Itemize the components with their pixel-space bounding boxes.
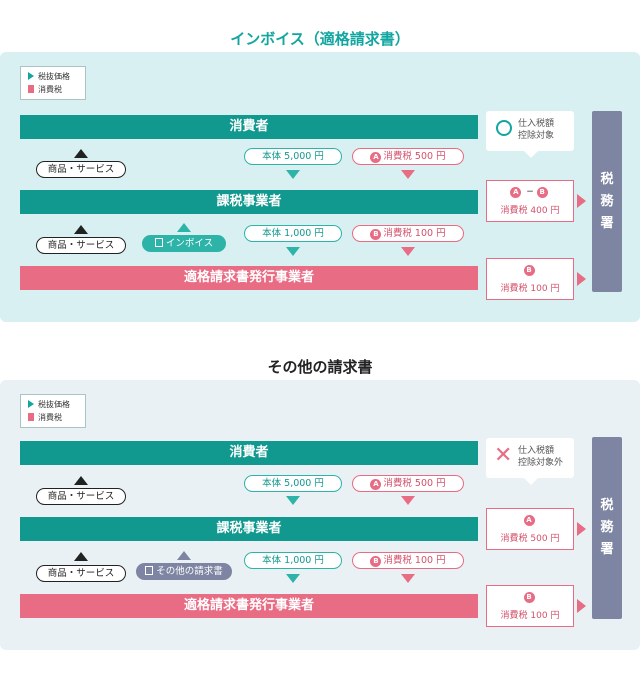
- circle-ok-icon: [496, 120, 512, 136]
- tax-office-char: 務: [600, 194, 614, 209]
- marker-b-icon: B: [370, 556, 382, 567]
- marker-a-icon: A: [523, 515, 535, 526]
- down-arrow-icon: [286, 496, 300, 505]
- cross-icon: ✕: [494, 443, 513, 468]
- down-arrow-icon: [286, 574, 300, 583]
- issuer-bar: 適格請求書発行事業者: [20, 594, 478, 618]
- goods-service-label: 商品・サービス: [36, 488, 126, 505]
- down-arrow-icon: [401, 574, 415, 583]
- callout-line: 仕入税額: [518, 446, 555, 456]
- marker-b-icon: B: [523, 592, 535, 603]
- marker-a-icon: A: [370, 479, 382, 490]
- doc-text: その他の請求書: [156, 566, 223, 577]
- section2-title: その他の請求書: [267, 358, 373, 376]
- price-label: 本体 5,000 円: [244, 148, 342, 165]
- callout-line: 仕入税額: [518, 119, 555, 129]
- teal-triangle-icon: [28, 72, 34, 80]
- down-arrow-icon: [286, 247, 300, 256]
- teal-triangle-icon: [28, 400, 34, 408]
- marker-a-icon: A: [370, 152, 382, 163]
- up-arrow-icon: [74, 476, 88, 485]
- goods-service-label: 商品・サービス: [36, 161, 126, 178]
- business-bar: 課税事業者: [20, 517, 478, 541]
- marker-a-icon: A: [510, 187, 522, 198]
- callout-line: 控除対象外: [518, 458, 564, 468]
- legend-price: 税抜価格: [38, 72, 70, 81]
- legend-price: 税抜価格: [38, 400, 70, 409]
- up-arrow-icon: [74, 225, 88, 234]
- tax-text: 消費税 100 円: [383, 555, 446, 566]
- price-label: 本体 1,000 円: [244, 552, 342, 569]
- tax-payment-box: B 消費税 100 円: [486, 585, 574, 627]
- doc-text: インボイス: [165, 238, 214, 249]
- marker-b-icon: B: [523, 265, 535, 276]
- tax-office: 税 務 署: [592, 437, 622, 619]
- callout-line: 控除対象: [518, 131, 555, 141]
- tax-amount: 消費税 500 円: [500, 534, 560, 544]
- pink-triangle-icon: [28, 85, 34, 93]
- right-arrow-icon: [577, 272, 586, 286]
- goods-service-label: 商品・サービス: [36, 565, 126, 582]
- tax-text: 消費税 500 円: [383, 151, 446, 162]
- tax-payment-box: A − B 消費税 400 円: [486, 180, 574, 222]
- tax-amount: 消費税 400 円: [500, 206, 560, 216]
- credit-callout: ✕ 仕入税額控除対象外: [486, 438, 574, 485]
- tax-office: 税 務 署: [592, 111, 622, 292]
- right-arrow-icon: [577, 599, 586, 613]
- marker-b-icon: B: [370, 229, 382, 240]
- tax-office-char: 務: [600, 520, 614, 535]
- goods-service-label: 商品・サービス: [36, 237, 126, 254]
- tax-payment-box: A 消費税 500 円: [486, 508, 574, 550]
- invoice-doc-label: インボイス: [142, 235, 226, 252]
- up-arrow-icon: [177, 551, 191, 560]
- legend: 税抜価格 消費税: [20, 66, 86, 100]
- down-arrow-icon: [286, 170, 300, 179]
- section1-title: インボイス（適格請求書）: [230, 30, 410, 48]
- document-icon: [145, 566, 154, 575]
- tax-payment-box: B 消費税 100 円: [486, 258, 574, 300]
- right-arrow-icon: [577, 522, 586, 536]
- tax-text: 消費税 100 円: [383, 228, 446, 239]
- a-minus-b-label: A − B: [487, 187, 573, 198]
- down-arrow-icon: [401, 496, 415, 505]
- consumer-bar: 消費者: [20, 441, 478, 465]
- legend-tax: 消費税: [38, 413, 62, 422]
- other-doc-label: その他の請求書: [136, 563, 232, 580]
- marker-b-icon: B: [536, 187, 548, 198]
- tax-amount: 消費税 100 円: [500, 611, 560, 621]
- tax-amount: 消費税 100 円: [500, 284, 560, 294]
- consumer-bar: 消費者: [20, 115, 478, 139]
- up-arrow-icon: [74, 552, 88, 561]
- pink-triangle-icon: [28, 413, 34, 421]
- document-icon: [154, 238, 163, 247]
- legend-tax: 消費税: [38, 85, 62, 94]
- tax-office-char: 税: [600, 172, 614, 187]
- down-arrow-icon: [401, 247, 415, 256]
- legend: 税抜価格 消費税: [20, 394, 86, 428]
- tax-office-char: 署: [600, 542, 614, 557]
- tax-office-char: 税: [600, 498, 614, 513]
- tax-office-char: 署: [600, 216, 614, 231]
- issuer-bar: 適格請求書発行事業者: [20, 266, 478, 290]
- up-arrow-icon: [177, 223, 191, 232]
- price-label: 本体 5,000 円: [244, 475, 342, 492]
- right-arrow-icon: [577, 194, 586, 208]
- credit-callout: 仕入税額控除対象: [486, 111, 574, 158]
- business-bar: 課税事業者: [20, 190, 478, 214]
- price-label: 本体 1,000 円: [244, 225, 342, 242]
- up-arrow-icon: [74, 149, 88, 158]
- down-arrow-icon: [401, 170, 415, 179]
- tax-text: 消費税 500 円: [383, 478, 446, 489]
